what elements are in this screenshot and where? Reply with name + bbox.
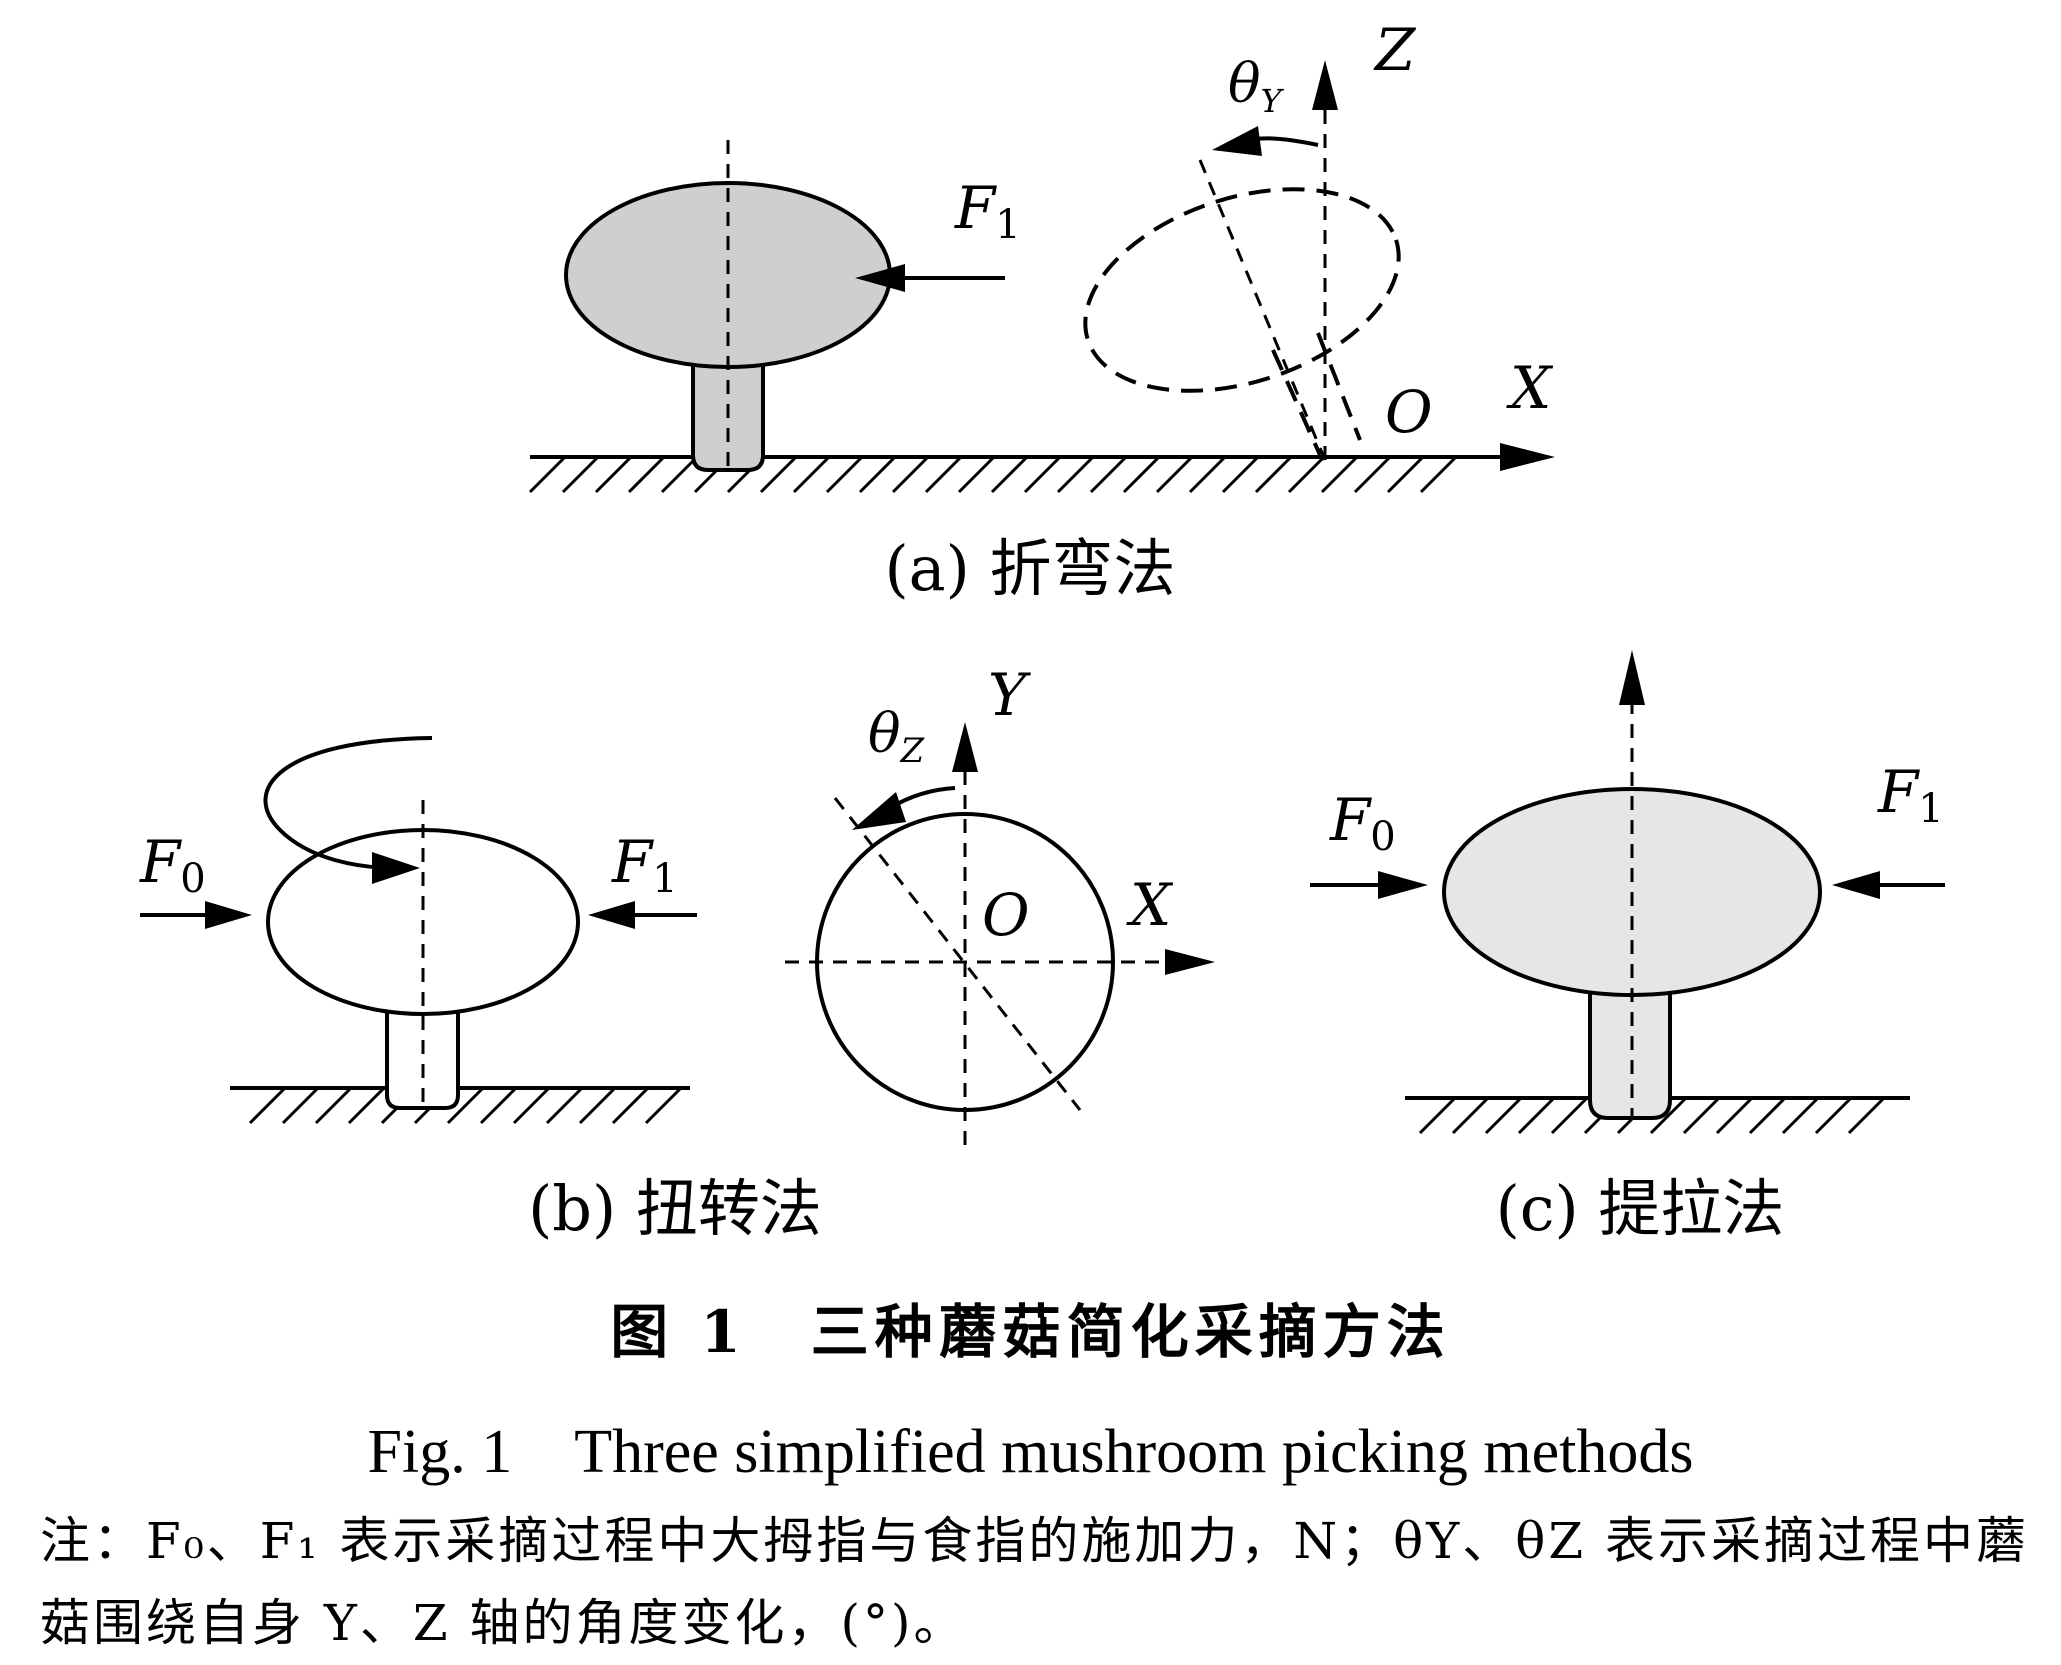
panel-b-twist-arrowhead bbox=[372, 852, 420, 884]
panel-c-force-left-arrowhead bbox=[1378, 871, 1428, 899]
hatch-line bbox=[1254, 455, 1293, 494]
panel-a-x-label: X bbox=[1506, 354, 1554, 422]
hatch-line bbox=[1418, 1096, 1457, 1135]
panel-a-ground-hatching bbox=[528, 455, 1458, 494]
hatch-line bbox=[446, 1086, 485, 1125]
hatch-line bbox=[1320, 455, 1359, 494]
hatch-line bbox=[1550, 1096, 1589, 1135]
panel-b-x-label: X bbox=[1126, 871, 1174, 939]
hatch-line bbox=[1089, 455, 1128, 494]
hatch-line bbox=[891, 455, 930, 494]
panel-c-force-left-label: F0 bbox=[1329, 786, 1396, 860]
hatch-line bbox=[248, 1086, 287, 1125]
panel-c-pulling: F0 F1 (c) 提拉法 bbox=[1310, 650, 1945, 1245]
hatch-line bbox=[1023, 455, 1062, 494]
panel-c-pull-arrowhead bbox=[1619, 650, 1645, 705]
hatch-line bbox=[825, 455, 864, 494]
hatch-line bbox=[314, 1086, 353, 1125]
hatch-line bbox=[660, 455, 699, 494]
hatch-line bbox=[578, 1086, 617, 1125]
panel-c-force-right-arrowhead bbox=[1832, 871, 1880, 899]
panel-a-z-axis-arrowhead bbox=[1312, 60, 1338, 110]
hatch-line bbox=[1781, 1096, 1820, 1135]
hatch-line bbox=[545, 1086, 584, 1125]
panel-a-force-arrowhead bbox=[855, 264, 905, 292]
hatch-line bbox=[561, 455, 600, 494]
hatch-line bbox=[924, 455, 963, 494]
panel-a-angle-label: θY bbox=[1228, 52, 1285, 120]
hatch-line bbox=[957, 455, 996, 494]
panel-b-x-axis-arrowhead bbox=[1165, 949, 1215, 975]
panel-a-rotation-arrowhead bbox=[1212, 126, 1262, 156]
hatch-line bbox=[644, 1086, 683, 1125]
hatch-line bbox=[990, 455, 1029, 494]
hatch-line bbox=[1715, 1096, 1754, 1135]
panel-a-x-axis-arrowhead bbox=[1500, 443, 1555, 471]
hatch-line bbox=[528, 455, 567, 494]
hatch-line bbox=[759, 455, 798, 494]
panel-a-force-label: F1 bbox=[954, 174, 1021, 248]
figure-title-chinese: 图 1 三种蘑菇简化采摘方法 bbox=[610, 1298, 1451, 1366]
hatch-line bbox=[594, 455, 633, 494]
hatch-line bbox=[281, 1086, 320, 1125]
panel-b-twisting: F0 F1 bbox=[139, 736, 697, 1125]
panel-a-tilted-cap bbox=[1083, 187, 1401, 393]
hatch-line bbox=[1353, 455, 1392, 494]
hatch-line bbox=[1155, 455, 1194, 494]
hatch-line bbox=[1682, 1096, 1721, 1135]
panel-b-force-left-label: F0 bbox=[139, 828, 206, 902]
panel-a-tilted-centerline bbox=[1198, 159, 1327, 461]
hatch-line bbox=[792, 455, 831, 494]
panel-a-caption: (a) 折弯法 bbox=[884, 532, 1175, 605]
hatch-line bbox=[611, 1086, 650, 1125]
hatch-line bbox=[1451, 1096, 1490, 1135]
mushroom-picking-diagram: F1 Z X O θY (a) 折弯法 F0 F1 bbox=[139, 16, 1945, 1245]
panel-b-y-axis-arrowhead bbox=[952, 722, 978, 772]
hatch-line bbox=[1748, 1096, 1787, 1135]
hatch-line bbox=[512, 1086, 551, 1125]
hatch-line bbox=[858, 455, 897, 494]
hatch-line bbox=[1386, 455, 1425, 494]
panel-b-ground-hatching bbox=[248, 1086, 683, 1125]
panel-b-force-right-label: F1 bbox=[611, 828, 678, 902]
hatch-line bbox=[1287, 455, 1326, 494]
hatch-line bbox=[1221, 455, 1260, 494]
panel-c-force-right-label: F1 bbox=[1877, 758, 1944, 832]
panel-c-caption: (c) 提拉法 bbox=[1496, 1172, 1785, 1245]
hatch-line bbox=[1517, 1096, 1556, 1135]
panel-b-top-view: Y X O θZ (b) 扭转法 bbox=[528, 661, 1215, 1245]
panel-b-caption: (b) 扭转法 bbox=[528, 1172, 822, 1245]
hatch-line bbox=[627, 455, 666, 494]
panel-b-origin-label: O bbox=[982, 881, 1030, 949]
panel-b-y-label: Y bbox=[988, 661, 1031, 729]
panel-b-force-right-arrowhead bbox=[588, 901, 635, 929]
hatch-line bbox=[1814, 1096, 1853, 1135]
figure-title-english: Fig. 1 Three simplified mushroom picking… bbox=[367, 1418, 1694, 1486]
figure-note: 注：F₀、F₁ 表示采摘过程中大拇指与食指的施加力，N；θY、θZ 表示采摘过程… bbox=[40, 1512, 2029, 1652]
panel-a-z-label: Z bbox=[1373, 16, 1417, 84]
hatch-line bbox=[1419, 455, 1458, 494]
panel-b-twist-arrow bbox=[263, 736, 433, 870]
panel-a-bending: F1 Z X O θY (a) 折弯法 bbox=[528, 16, 1555, 605]
hatch-line bbox=[1056, 455, 1095, 494]
panel-b-force-left-arrowhead bbox=[205, 901, 252, 929]
hatch-line bbox=[479, 1086, 518, 1125]
panel-b-rotated-axis bbox=[833, 797, 1082, 1111]
panel-b-angle-label: θZ bbox=[868, 702, 926, 771]
hatch-line bbox=[347, 1086, 386, 1125]
panel-a-origin-label: O bbox=[1385, 378, 1433, 446]
hatch-line bbox=[1122, 455, 1161, 494]
hatch-line bbox=[1188, 455, 1227, 494]
hatch-line bbox=[1847, 1096, 1886, 1135]
panel-b-rotation-arrowhead bbox=[852, 792, 906, 830]
hatch-line bbox=[1649, 1096, 1688, 1135]
hatch-line bbox=[1484, 1096, 1523, 1135]
panel-c-stem bbox=[1588, 978, 1672, 1120]
